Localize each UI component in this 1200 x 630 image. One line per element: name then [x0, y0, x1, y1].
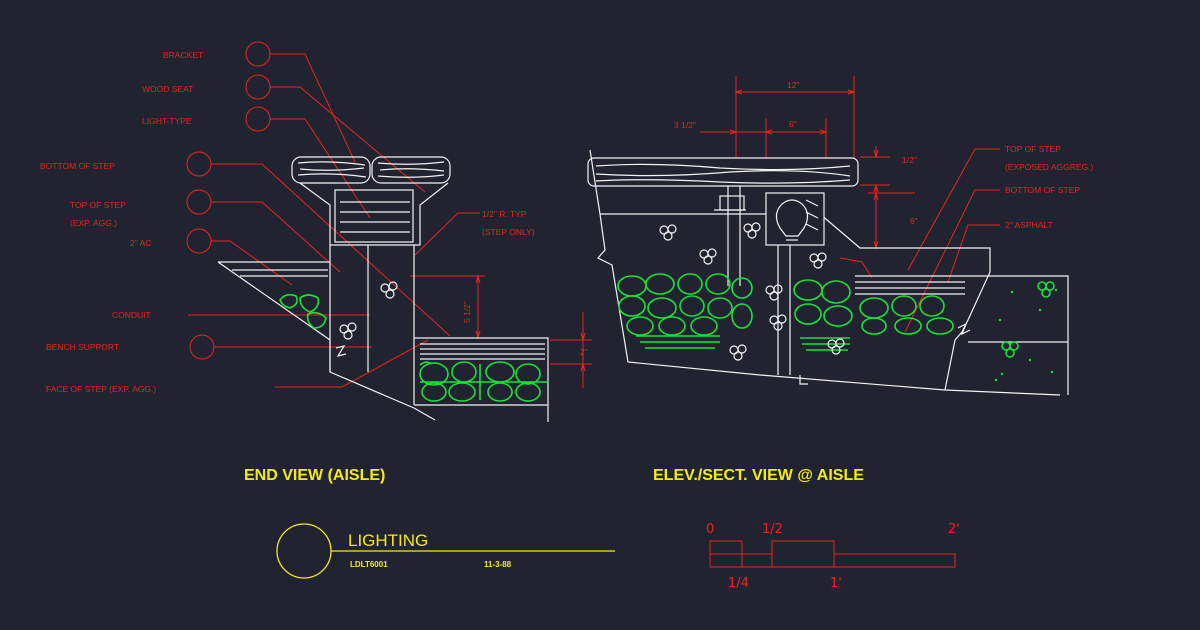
dim-6in-side: 6"	[910, 216, 918, 226]
break-line-icon	[335, 345, 347, 357]
light-fixture-icon	[334, 189, 414, 243]
dim-6in-top: 6"	[789, 119, 797, 129]
callout-bench-support: BENCH SUPPORT	[46, 342, 119, 352]
elev-view: 12" 3 1/2" 6" 1/2" 6" TOP OF STEP (EXPOS…	[587, 76, 1093, 484]
title-block: LIGHTING LDLT6001 11-3-88	[276, 523, 615, 579]
callout-bottom-of-step-elev: BOTTOM OF STEP	[1005, 185, 1080, 195]
dim-1-2: 1/2"	[902, 155, 917, 165]
aggregate-end	[279, 293, 548, 402]
radius-note: 1/2" R. TYP	[482, 209, 527, 219]
callout-top-of-step-elev: TOP OF STEP	[1005, 144, 1061, 154]
callout-exposed-aggreg: (EXPOSED AGGREG.)	[1005, 162, 1093, 172]
callout-exp-agg: (EXP. AGG.)	[70, 218, 117, 228]
wood-seat-elev	[587, 157, 859, 187]
wood-seat	[291, 156, 451, 184]
scale-label-half: 1/2	[762, 522, 783, 537]
dim-ac: 2"	[580, 347, 588, 357]
callout-top-of-step: TOP OF STEP	[70, 200, 126, 210]
title-block-name: LIGHTING	[348, 531, 428, 550]
dim-3-1-2: 3 1/2"	[674, 120, 696, 130]
callout-bracket: BRACKET	[163, 50, 203, 60]
elev-view-title: ELEV./SECT. VIEW @ AISLE	[653, 467, 864, 484]
dim-rise: 5 1/2"	[462, 301, 472, 323]
scale-label-quarter: 1/4	[728, 576, 749, 591]
scale-label-1ft: 1'	[830, 576, 842, 591]
callout-bottom-of-step: BOTTOM OF STEP	[40, 161, 115, 171]
title-block-sheet: LDLT6001	[350, 560, 388, 569]
callout-2in-ac: 2" AC	[130, 238, 151, 248]
aggregate-elev	[617, 273, 1058, 382]
dim-12in: 12"	[787, 80, 799, 90]
title-block-date: 11-3-88	[484, 560, 512, 569]
callout-face-of-step: FACE OF STEP (EXP. AGG.)	[46, 384, 156, 394]
callout-conduit: CONDUIT	[112, 310, 151, 320]
scale-label-2ft: 2'	[948, 522, 960, 537]
end-view-title: END VIEW (AISLE)	[244, 467, 385, 484]
scale-label-0: 0	[706, 522, 714, 537]
callout-2in-asphalt: 2" ASPHALT	[1005, 220, 1053, 230]
end-view: BRACKET WOOD SEAT LIGHT-TYPE BOTTOM OF S…	[40, 41, 592, 484]
callout-bubble-icon	[186, 41, 271, 360]
break-line-icon	[957, 322, 971, 336]
light-fixture-icon	[765, 192, 825, 246]
scale-bar: 0 1/2 2' 1/4 1'	[706, 522, 960, 591]
radius-note-sub: (STEP ONLY)	[482, 227, 535, 237]
callout-light-type: LIGHT-TYPE	[142, 116, 192, 126]
callout-wood-seat: WOOD SEAT	[142, 84, 193, 94]
